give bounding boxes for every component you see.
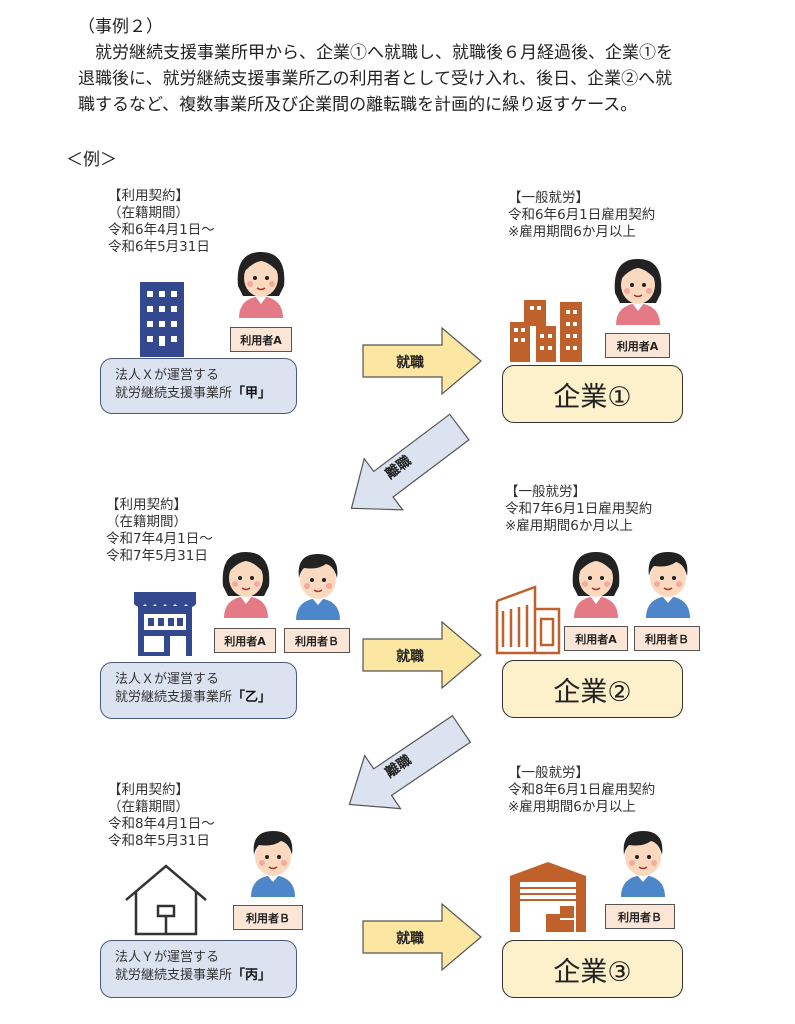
factory-icon — [495, 585, 561, 655]
user-b-avatar-icon — [295, 553, 341, 621]
company-user-label: 利用者A — [605, 333, 670, 358]
org-type: 就労継続支援事業所 — [115, 690, 233, 705]
description-line-2: 退職後に、就労継続支援事業所乙の利用者として受け入れ、後日、企業②へ就 — [78, 69, 673, 89]
user-label: 利用者Ｂ — [284, 628, 350, 653]
user-a-avatar-icon — [221, 551, 271, 619]
house-icon — [125, 864, 207, 936]
contract-period-3: 【利用契約】 （在籍期間） 令和8年4月1日～ 令和8年5月31日 — [108, 782, 215, 849]
user-b-avatar-icon — [250, 830, 296, 898]
user-b-avatar-icon — [645, 551, 691, 619]
user-label: 利用者Ｂ — [233, 905, 303, 930]
company-box: 企業③ — [502, 940, 683, 998]
company-user-label: 利用者Ｂ — [605, 904, 675, 929]
org-operator: 法人Ｘが運営する — [115, 672, 220, 687]
org-name: 「乙」 — [232, 690, 272, 705]
org-name: 「丙」 — [232, 968, 272, 983]
description-line-3: 職するなど、複数事業所及び企業間の離転職を計画的に繰り返すケース。 — [78, 95, 638, 115]
employment-contract-2: 【一般就労】 令和7年6月1日雇用契約 ※雇用期間6か月以上 — [505, 484, 653, 534]
company-buildings-icon — [510, 300, 582, 362]
support-office-box: 法人Ｘが運営する 就労継続支援事業所「乙」 — [100, 662, 297, 719]
support-office-box: 法人Ｘが運営する 就労継続支援事業所「甲」 — [100, 358, 297, 414]
example-label: ＜例＞ — [66, 150, 117, 170]
user-a-avatar-icon — [236, 251, 286, 319]
org-name: 「甲」 — [232, 386, 272, 401]
contract-period-2: 【利用契約】 （在籍期間） 令和7年4月1日～ 令和7年5月31日 — [106, 497, 213, 564]
employment-arrow-label: 就職 — [396, 355, 424, 371]
user-label: 利用者A — [214, 628, 276, 653]
case-title: （事例２） — [78, 17, 163, 37]
company-box: 企業② — [502, 660, 683, 718]
company-user-label: 利用者Ｂ — [634, 626, 700, 651]
description-line-1: 就労継続支援事業所甲から、企業①へ就職し、就職後６月経過後、企業①を — [78, 43, 673, 63]
org-operator: 法人Ｘが運営する — [115, 368, 220, 383]
employment-contract-3: 【一般就労】 令和8年6月1日雇用契約 ※雇用期間6か月以上 — [508, 765, 656, 815]
company-user-label: 利用者A — [564, 626, 628, 651]
contract-period-1: 【利用契約】 （在籍期間） 令和6年4月1日～ 令和6年5月31日 — [108, 188, 215, 255]
user-a-avatar-icon — [571, 551, 621, 619]
office-building-icon — [140, 282, 184, 357]
support-office-box: 法人Ｙが運営する 就労継続支援事業所「丙」 — [100, 940, 297, 998]
employment-contract-1: 【一般就労】 令和6年6月1日雇用契約 ※雇用期間6か月以上 — [508, 190, 656, 240]
user-a-avatar-icon — [613, 258, 663, 326]
shop-icon — [134, 592, 196, 656]
employment-arrow-label: 就職 — [396, 931, 424, 947]
company-box: 企業① — [502, 365, 683, 423]
org-operator: 法人Ｙが運営する — [115, 950, 220, 965]
warehouse-icon — [510, 862, 586, 932]
user-label: 利用者A — [230, 327, 292, 352]
user-b-avatar-icon — [620, 830, 666, 898]
org-type: 就労継続支援事業所 — [115, 386, 233, 401]
org-type: 就労継続支援事業所 — [115, 968, 233, 983]
employment-arrow-label: 就職 — [396, 649, 424, 665]
